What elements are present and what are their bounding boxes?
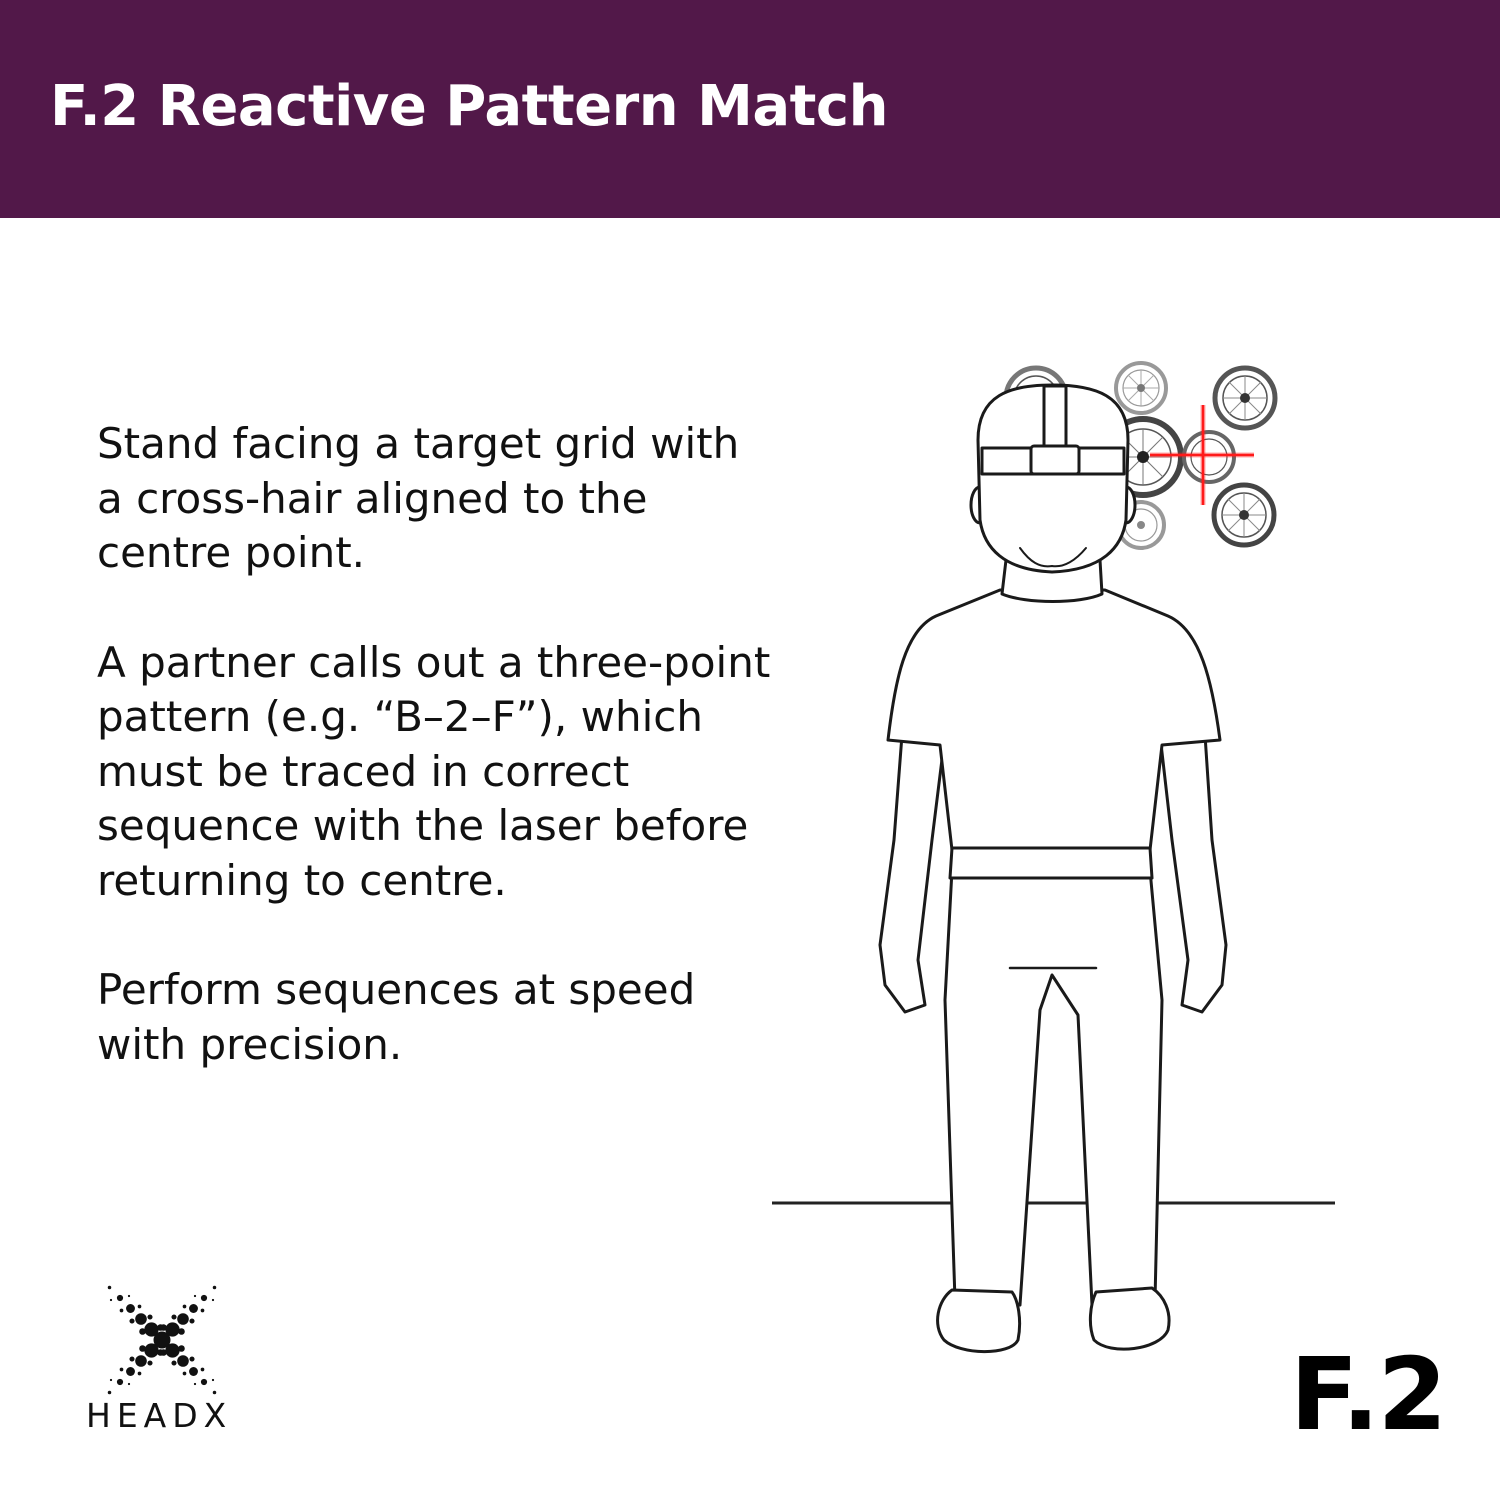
laser-module: [1029, 444, 1081, 476]
laser-crosshair-icon: [1150, 405, 1254, 505]
headx-logo-icon: [107, 1285, 217, 1395]
logo-dot: [144, 1322, 159, 1337]
logo-dot: [177, 1313, 189, 1325]
logo-dot: [107, 1390, 112, 1395]
logo-dot: [127, 1382, 131, 1386]
logo-dot: [153, 1331, 171, 1349]
head: [976, 383, 1130, 574]
logo-dot: [200, 1378, 208, 1386]
logo-dot: [182, 1304, 187, 1309]
logo-dot: [189, 1367, 198, 1376]
logo-dot: [193, 1294, 197, 1298]
logo-dot: [182, 1371, 187, 1376]
logo-dot: [211, 1378, 215, 1382]
logo-dot: [189, 1304, 198, 1313]
header-banner: F.2 Reactive Pattern Match: [0, 0, 1500, 218]
logo-dot: [135, 1313, 147, 1325]
target-icon: [1212, 365, 1278, 431]
logo-dot: [119, 1308, 124, 1313]
logo-dot: [178, 1345, 185, 1352]
logo-dot: [147, 1360, 153, 1366]
logo-dot: [212, 1285, 217, 1290]
target-icon: [1182, 430, 1236, 484]
left-shoe: [936, 1288, 1022, 1354]
logo-dot: [171, 1360, 177, 1366]
logo-dot: [109, 1298, 113, 1302]
logo-dot: [137, 1371, 142, 1376]
page-title: F.2 Reactive Pattern Match: [50, 74, 888, 139]
person-figure: [878, 383, 1228, 1354]
logo-dot: [200, 1308, 205, 1313]
exercise-illustration: [772, 361, 1335, 1354]
logo-dot: [116, 1294, 124, 1302]
logo-dot: [126, 1367, 135, 1376]
right-shoe: [1088, 1286, 1171, 1351]
instruction-paragraph-1: Stand facing a target grid with a cross-…: [97, 419, 740, 577]
logo-dot: [126, 1304, 135, 1313]
logo-dot: [129, 1356, 135, 1362]
left-arm: [878, 733, 947, 1014]
logo-dot: [119, 1367, 124, 1372]
exercise-code: F.2: [1290, 1336, 1447, 1453]
logo-dot: [109, 1378, 113, 1382]
belt: [948, 846, 1154, 880]
logo-dot: [165, 1343, 180, 1358]
logo-dot: [212, 1390, 217, 1395]
logo-dot: [116, 1378, 124, 1386]
logo-dot: [200, 1367, 205, 1372]
target-icon: [1114, 361, 1168, 415]
brand-name: HEADX: [86, 1396, 233, 1435]
logo-dot: [127, 1294, 131, 1298]
logo-dot: [160, 1324, 167, 1331]
target-grid: [1003, 361, 1278, 550]
logo-dot: [129, 1318, 135, 1324]
logo-dot: [137, 1304, 142, 1309]
logo-dot: [160, 1349, 167, 1356]
trousers: [943, 868, 1164, 1307]
logo-dot: [171, 1314, 177, 1320]
logo-dot: [107, 1285, 112, 1290]
target-icon: [1211, 482, 1277, 548]
instruction-paragraph-3: Perform sequences at speed with precisio…: [97, 965, 696, 1069]
logo-dot: [144, 1343, 159, 1358]
instructions: Stand facing a target grid with a cross-…: [97, 417, 777, 1127]
logo-dot: [178, 1328, 185, 1335]
logo-dot: [200, 1294, 208, 1302]
logo-dot: [139, 1345, 146, 1352]
logo-dot: [139, 1328, 146, 1335]
logo-dot: [147, 1314, 153, 1320]
logo-dot: [135, 1355, 147, 1367]
instruction-paragraph-2: A partner calls out a three-point patter…: [97, 637, 771, 905]
logo-dot: [189, 1356, 195, 1362]
logo-dot: [177, 1355, 189, 1367]
logo-dot: [189, 1318, 195, 1324]
right-arm: [1158, 733, 1228, 1014]
logo-dot: [165, 1322, 180, 1337]
logo-dot: [193, 1382, 197, 1386]
logo-dot: [211, 1298, 215, 1302]
